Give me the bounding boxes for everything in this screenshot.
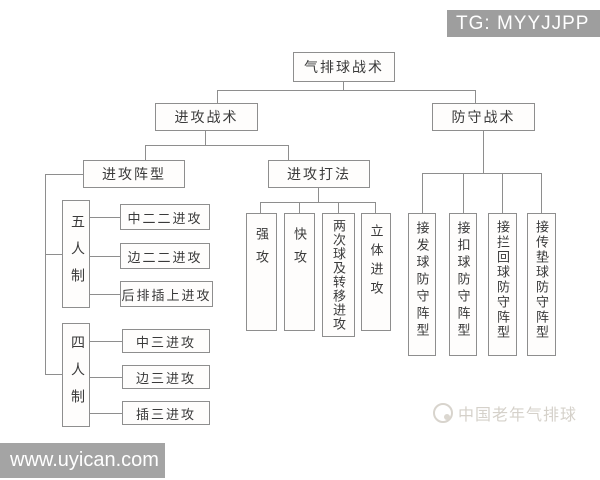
connector [90, 256, 120, 257]
connector [422, 173, 542, 174]
connector [205, 131, 206, 145]
connector [45, 254, 62, 255]
node-pass-dig-defense: 接传垫球防守阵型 [527, 213, 556, 356]
node-serve-receive-defense: 接发球防守阵型 [408, 213, 436, 356]
url-watermark: www.uyican.com [0, 443, 165, 478]
connector [288, 145, 289, 160]
connector [90, 377, 122, 378]
connector [145, 145, 289, 146]
connector [375, 202, 376, 213]
connector [483, 131, 484, 173]
connector [45, 174, 46, 375]
node-three-dimensional-attack: 立体进攻 [361, 213, 391, 331]
node-side-22-attack: 边二二进攻 [120, 243, 210, 269]
connector [90, 294, 120, 295]
node-spike-receive-defense: 接扣球防守阵型 [449, 213, 477, 356]
connector [46, 374, 62, 375]
connector [90, 217, 120, 218]
connector [90, 413, 122, 414]
watermark: 中国老年气排球 [433, 401, 577, 425]
connector [343, 82, 344, 90]
node-strong-attack: 强攻 [246, 213, 277, 331]
node-middle-3-attack: 中三进攻 [122, 329, 210, 353]
node-four-player-system: 四人制 [62, 323, 90, 427]
connector [145, 145, 146, 160]
connector [338, 202, 339, 213]
node-middle-22-attack: 中二二进攻 [120, 204, 210, 230]
connector [90, 341, 122, 342]
connector [260, 202, 376, 203]
node-two-ball-transfer-attack: 两次球及转移进攻 [322, 213, 355, 337]
connector [422, 173, 423, 213]
node-side-3-attack: 边三进攻 [122, 365, 210, 389]
node-block-return-defense: 接拦回球防守阵型 [488, 213, 517, 356]
node-defense-tactics: 防守战术 [432, 103, 535, 131]
node-quick-attack: 快攻 [284, 213, 315, 331]
watermark-label: 中国老年气排球 [458, 407, 578, 424]
connector [463, 173, 464, 213]
node-root: 气排球战术 [293, 52, 395, 82]
connector [541, 173, 542, 213]
node-attack-tactics: 进攻战术 [155, 103, 258, 131]
connector [217, 90, 218, 103]
connector [502, 173, 503, 213]
watermark-logo-icon [433, 403, 453, 423]
node-backrow-insert-attack: 后排插上进攻 [120, 281, 213, 307]
connector [299, 202, 300, 213]
node-attack-formation: 进攻阵型 [83, 160, 185, 188]
connector [217, 90, 476, 91]
node-five-player-system: 五人制 [62, 200, 90, 308]
node-insert-3-attack: 插三进攻 [122, 401, 210, 425]
connector [475, 90, 476, 103]
connector [318, 188, 319, 202]
node-attack-methods: 进攻打法 [268, 160, 370, 188]
connector [45, 174, 83, 175]
tg-badge: TG: MYYJJPP [447, 10, 600, 37]
connector [260, 202, 261, 213]
